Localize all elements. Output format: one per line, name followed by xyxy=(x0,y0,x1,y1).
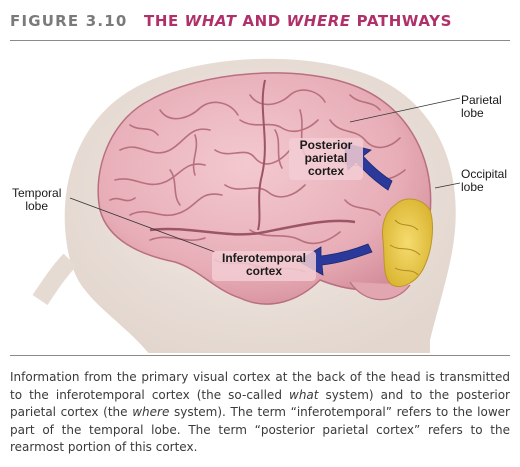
label-line: Temporal xyxy=(12,186,62,200)
label-inferotemporal-cortex: Inferotemporal cortex xyxy=(212,252,316,278)
label-line: lobe xyxy=(461,106,484,120)
caption-text: Information from the primary visual cort… xyxy=(10,370,510,402)
title-what: WHAT xyxy=(184,12,237,30)
title-part: AND xyxy=(236,12,287,30)
figure-number: FIGURE 3.10 xyxy=(10,12,128,30)
label-line: cortex xyxy=(307,164,345,178)
figure-title: THE WHAT AND WHERE PATHWAYS xyxy=(144,12,452,30)
occipital-leader xyxy=(434,182,461,189)
parietal-leader xyxy=(349,97,461,123)
label-line: Occipital xyxy=(461,167,508,181)
occipital-region xyxy=(382,198,433,287)
caption-where: where xyxy=(132,405,170,419)
title-where: WHERE xyxy=(286,12,351,30)
label-line: cortex xyxy=(245,264,283,278)
label-line: Posterior xyxy=(299,138,353,152)
label-line: lobe xyxy=(25,199,49,213)
title-part: PATHWAYS xyxy=(350,12,452,30)
brain-figure xyxy=(32,58,461,353)
label-occipital-lobe: Occipital lobe xyxy=(461,168,507,194)
caption-rule xyxy=(10,355,510,356)
caption-text: system). The term “inferotemporal” refer… xyxy=(10,405,510,454)
temporal-leader xyxy=(69,197,216,253)
title-part: THE xyxy=(144,12,185,30)
caption-text: system) and to the posterior parietal co… xyxy=(10,387,510,420)
label-line: parietal xyxy=(304,151,348,165)
figure-caption: Information from the primary visual cort… xyxy=(10,369,510,457)
label-line: Inferotemporal xyxy=(221,251,306,265)
label-line: lobe xyxy=(461,180,484,194)
label-line: Parietal xyxy=(461,93,502,107)
label-temporal-lobe: Temporal lobe xyxy=(12,187,61,213)
figure-header: FIGURE 3.10 THE WHAT AND WHERE PATHWAYS xyxy=(10,12,510,31)
label-posterior-parietal-cortex: Posterior parietal cortex xyxy=(289,139,363,178)
label-parietal-lobe: Parietal lobe xyxy=(461,94,502,120)
caption-what: what xyxy=(289,387,319,402)
header-rule xyxy=(10,40,510,41)
